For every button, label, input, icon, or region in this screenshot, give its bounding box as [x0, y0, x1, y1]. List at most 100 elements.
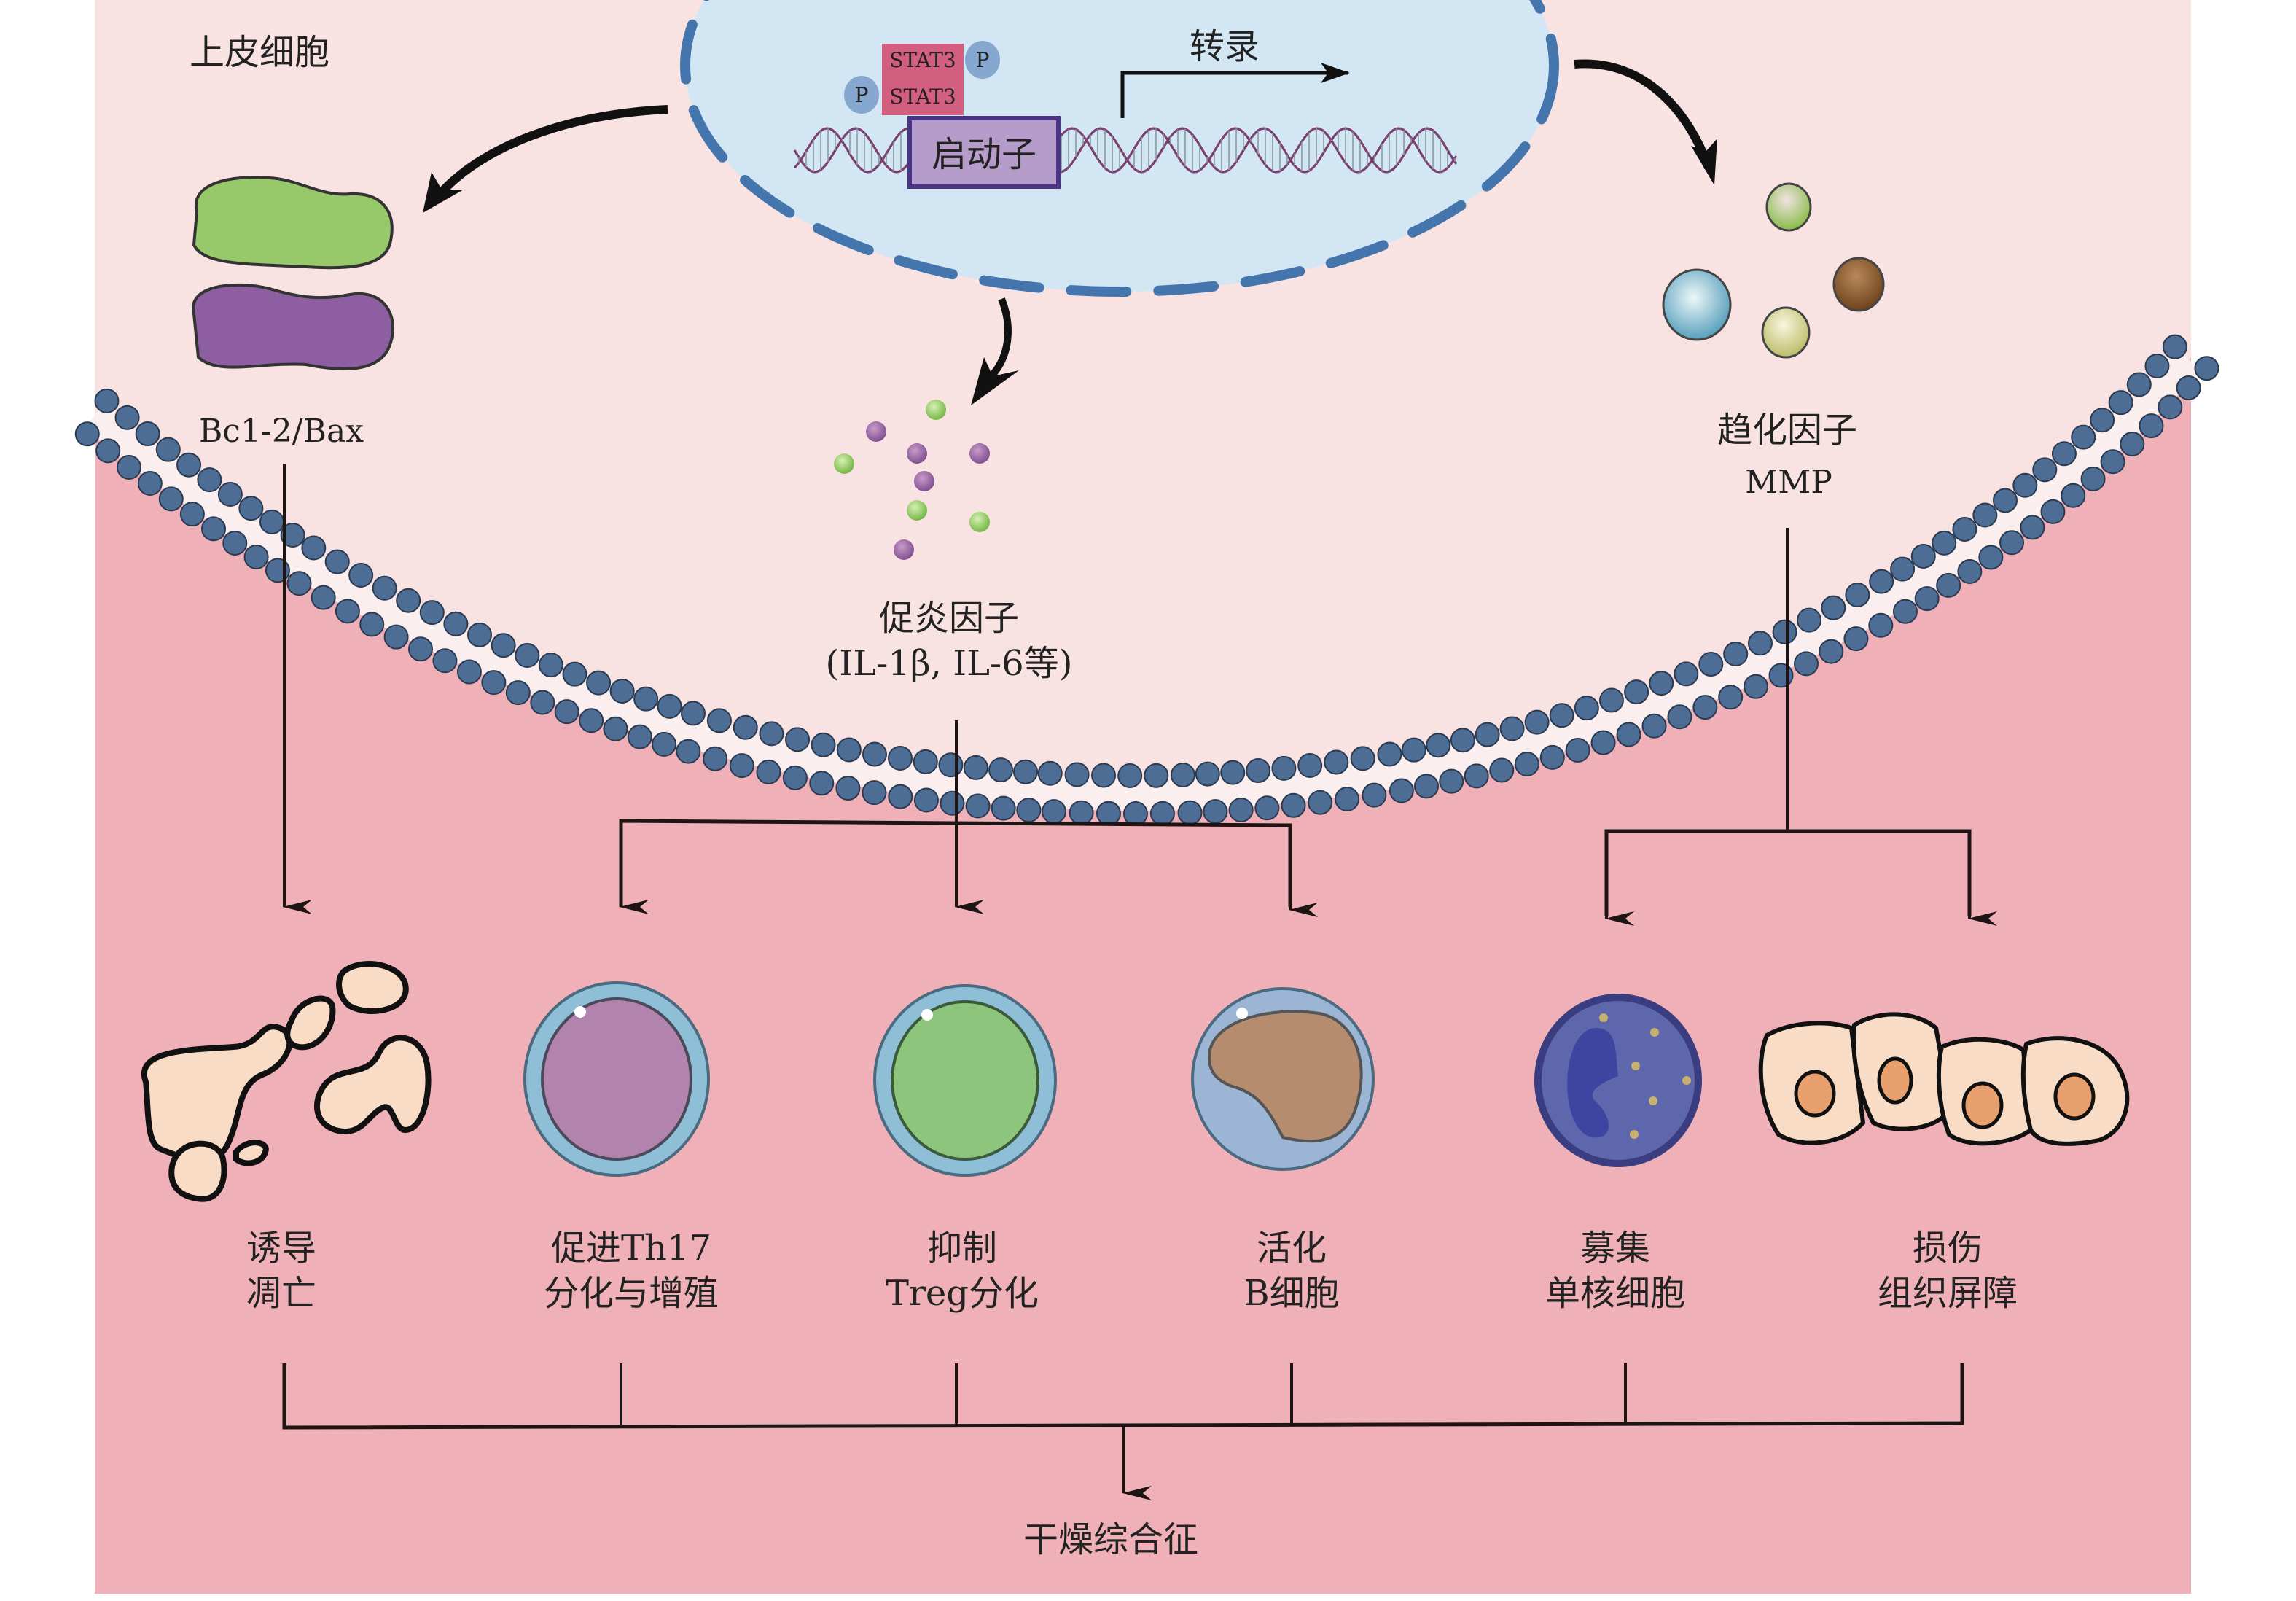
- cytokine-dot: [914, 471, 934, 491]
- cell-membrane: [74, 334, 2219, 827]
- phospholipid-head: [538, 653, 563, 678]
- chemokine-sphere: [1765, 182, 1812, 232]
- phospholipid-head: [1475, 722, 1500, 747]
- treg-cell-icon: [873, 984, 1057, 1177]
- phospholipid-head: [988, 757, 1014, 783]
- cytokine-dot: [907, 443, 927, 464]
- phospholipid-head: [2012, 472, 2038, 498]
- phospholipid-head: [265, 558, 290, 583]
- phospholipid-head: [1064, 762, 1090, 787]
- phospholipid-head: [862, 780, 887, 806]
- phospholipid-head: [1069, 800, 1094, 825]
- outcome-6-line2: 组织屏障: [1878, 1273, 2018, 1314]
- phospholipid-head: [1819, 639, 1844, 664]
- phospholipid-head: [733, 714, 758, 740]
- phospholipid-head: [782, 765, 808, 790]
- phospholipid-head: [1718, 685, 1744, 710]
- phospholipid-head: [1624, 679, 1649, 705]
- phospholipid-head: [756, 759, 781, 784]
- cytoplasm: [95, 0, 2191, 795]
- phospholipid-head: [1868, 612, 1894, 638]
- phospholipid-head: [155, 437, 181, 462]
- phospholipid-head: [1649, 671, 1674, 696]
- phospholipid-head: [1843, 626, 1869, 652]
- arrowhead-icon: [1691, 139, 1717, 185]
- phospholipid-head: [554, 699, 579, 725]
- chemokine-label-line1: 趋化因子: [1717, 410, 1857, 451]
- phospholipid-head: [419, 600, 445, 626]
- phospholipid-head: [913, 749, 938, 774]
- phospholipid-head: [1999, 530, 2025, 556]
- phospholipid-head: [1016, 798, 1042, 823]
- stat3-top-label: STAT3: [889, 48, 956, 72]
- phospholipid-head: [1149, 800, 1175, 826]
- phospholipid-head: [1335, 787, 1360, 812]
- phospholipid-head: [1524, 709, 1550, 735]
- phospholipid-head: [1122, 801, 1148, 827]
- membrane-tail-layer: [85, 348, 2201, 811]
- phospholipid-head: [372, 575, 397, 601]
- cytokine-dot: [969, 512, 990, 532]
- phospholipid-head: [2040, 499, 2066, 524]
- phospholipid-head: [703, 746, 728, 771]
- phospholipid-head: [1246, 758, 1271, 784]
- monocyte-icon: [1534, 994, 1702, 1167]
- phospholipid-head: [396, 588, 421, 613]
- phospholipid-head: [74, 421, 100, 447]
- arrowhead-icon: [971, 357, 1019, 405]
- phospholipid-head: [1389, 778, 1414, 803]
- phospholipid-head: [1794, 651, 1819, 677]
- epithelial-cell-label: 上皮细胞: [190, 32, 329, 73]
- phospholipid-head: [197, 467, 222, 493]
- phospholipid-head: [586, 670, 612, 696]
- phospholipid-head: [1698, 652, 1724, 677]
- branch-bracket-cytokines: [619, 819, 1292, 907]
- cytokine-dot: [894, 539, 914, 560]
- phospholipid-head: [259, 509, 284, 534]
- phospholipid-head: [1972, 502, 1998, 528]
- phospholipid-head: [1952, 516, 1977, 542]
- phospholipid-head: [1377, 741, 1402, 767]
- phospholipid-head: [311, 585, 336, 610]
- phospholipid-head: [1037, 760, 1063, 786]
- phospholipid-head: [222, 530, 248, 556]
- phospholipid-head: [238, 496, 264, 521]
- phospholipid-head: [176, 452, 202, 478]
- phospholipid-head: [2162, 334, 2187, 359]
- phospholipid-head: [359, 612, 385, 637]
- phospholipid-head: [627, 724, 652, 749]
- phospholipid-head: [2100, 449, 2125, 475]
- phospholipid-head: [1170, 762, 1195, 787]
- outcome-2-line1: 促进Th17: [551, 1228, 711, 1269]
- phospholipid-head: [1574, 696, 1599, 721]
- phospholipid-head: [456, 659, 482, 685]
- phospholipid-head: [2032, 457, 2058, 483]
- phospholipid-head: [2194, 356, 2219, 381]
- phosphate-icon: [844, 76, 879, 114]
- phospholipid-head: [280, 523, 305, 548]
- phospholipid-head: [785, 727, 811, 752]
- phospholipid-head: [1091, 763, 1117, 788]
- phospholipid-head: [1271, 755, 1297, 781]
- phospholipid-head: [1203, 799, 1228, 825]
- phospholipid-head: [1549, 703, 1574, 728]
- outcome-2-line2: 分化与增殖: [544, 1273, 719, 1314]
- outcome-4-line2: B细胞: [1243, 1273, 1339, 1314]
- phospholipid-head: [1743, 674, 1768, 699]
- phospholipid-head: [1723, 641, 1749, 666]
- phospholipid-head: [991, 795, 1016, 821]
- phospholipid-head: [938, 752, 964, 778]
- phospholipid-head: [1324, 749, 1349, 775]
- phospholipid-head: [1932, 530, 1957, 556]
- chemokine-sphere: [1761, 306, 1811, 359]
- phospholipid-head: [1845, 583, 1870, 608]
- phospholipid-head: [1957, 558, 1983, 584]
- phospholipid-head: [137, 470, 163, 496]
- outcome-1-line1: 诱导: [246, 1228, 316, 1269]
- phospholipid-head: [1692, 695, 1718, 720]
- transcription-arrow-icon: [1120, 63, 1350, 118]
- curved-arrow-to-chemokines-icon: [1574, 59, 1713, 169]
- phospholipid-head: [383, 624, 409, 650]
- phospholipid-head: [116, 454, 141, 480]
